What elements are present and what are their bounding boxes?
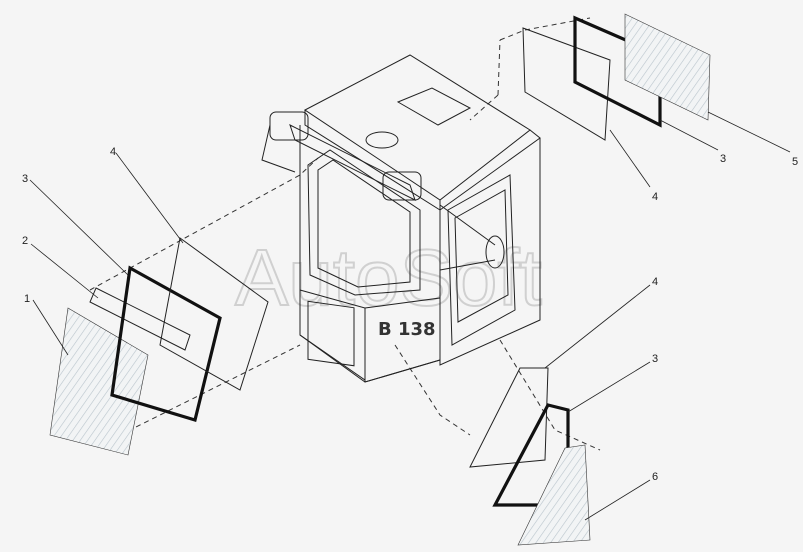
callout-5-top: 5 (792, 156, 798, 168)
top-glass-5 (624, 13, 711, 121)
watermark-text: AutoSoft (235, 233, 542, 322)
left-frame-3 (110, 265, 222, 423)
callout-6-right: 6 (652, 471, 658, 483)
left-glass-1 (49, 307, 149, 456)
top-glass-4 (522, 27, 611, 141)
operator-cab: B 138 (261, 54, 541, 383)
left-glass-4 (159, 237, 269, 391)
callout-1-left: 1 (24, 293, 30, 305)
leader-lines (29, 111, 791, 521)
callout-4-left: 4 (110, 146, 116, 158)
callout-3-top: 3 (720, 153, 726, 165)
right-glass-6 (517, 444, 591, 546)
callout-2-left: 2 (22, 235, 28, 247)
left-seal-2 (89, 287, 191, 351)
callout-3-right: 3 (652, 353, 658, 365)
cab-plate-label: B 138 (378, 319, 436, 340)
callout-4-right: 4 (652, 276, 658, 288)
callout-4-top: 4 (652, 191, 658, 203)
right-glass-4 (469, 367, 549, 468)
callout-3-left: 3 (22, 173, 28, 185)
callouts: 1 2 3 4 3 4 5 4 3 6 (22, 146, 798, 483)
